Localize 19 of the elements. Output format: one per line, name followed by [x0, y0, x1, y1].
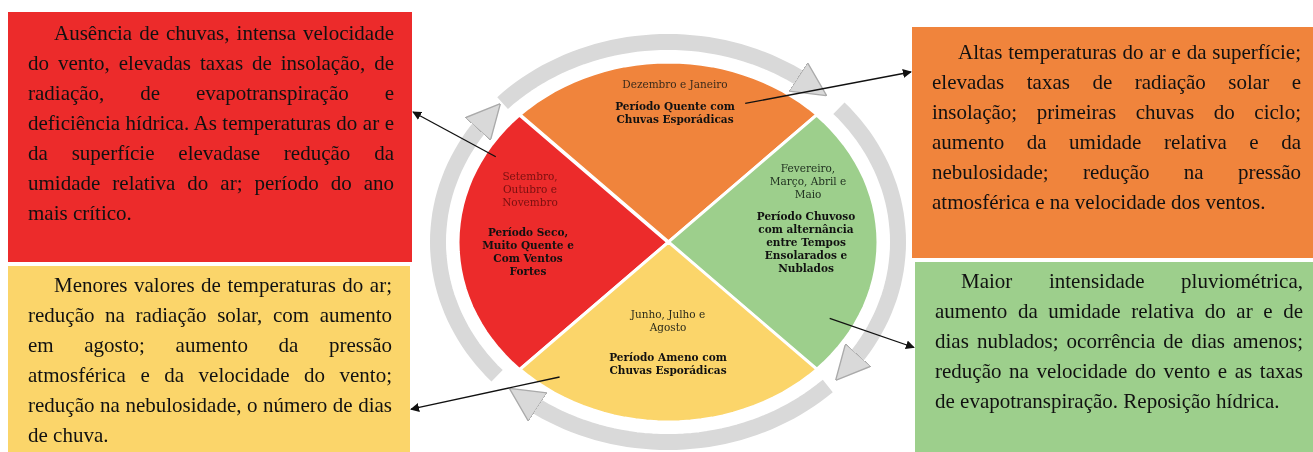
- period-title: Período Ameno com Chuvas Esporádicas: [608, 351, 728, 377]
- description-text: Menores valores de temperaturas do ar; redução na radiação solar, com aumento em agosto; aumento da pressão atmosférica e da velocidade do vento; redução na nebulosidade, o número de dias de chuva.: [28, 272, 392, 449]
- arrow: [412, 111, 497, 158]
- months-label: Dezembro e Janeiro: [621, 78, 729, 91]
- months-label: Setembro, Outubro e Novembro: [501, 170, 559, 209]
- period-title: Período Chuvoso com alternância entre Tempos Ensolarados e Nublados: [756, 210, 856, 275]
- description-box: [8, 12, 412, 262]
- months-label: Fevereiro, Março, Abril e Maio: [768, 162, 848, 201]
- arrow: [744, 69, 912, 105]
- description-text: Maior intensidade pluviométrica, aumento da umidade relativa do ar e de dias nublados; ocorrência de dias amenos; redução na velocidade do vento e as taxas de evapotranspiração. Reposição hídrica.: [935, 268, 1303, 415]
- description-box: [915, 262, 1313, 452]
- arrow: [829, 317, 915, 350]
- arrow: [410, 376, 561, 412]
- description-text: Altas temperaturas do ar e da superfície; elevadas taxas de radiação solar e insolação; primeiras chuvas do ciclo; aumento da umidade relativa e da nebulosidade; redução na pressão atmosférica e na velocidade dos ventos.: [932, 39, 1301, 216]
- months-label: Junho, Julho e Agosto: [629, 308, 707, 334]
- period-title: Período Quente com Chuvas Esporádicas: [614, 100, 736, 126]
- description-text: Ausência de chuvas, intensa velocidade do vento, elevadas taxas de insolação, de radiação, de evapotranspiração e deficiência hídrica. As temperaturas do ar e da superfície elevadase redução da umidade relativa do ar; período do ano mais crítico.: [28, 20, 394, 227]
- description-box: [912, 27, 1313, 258]
- period-title: Período Seco, Muito Quente e Com Ventos Fortes: [481, 226, 575, 278]
